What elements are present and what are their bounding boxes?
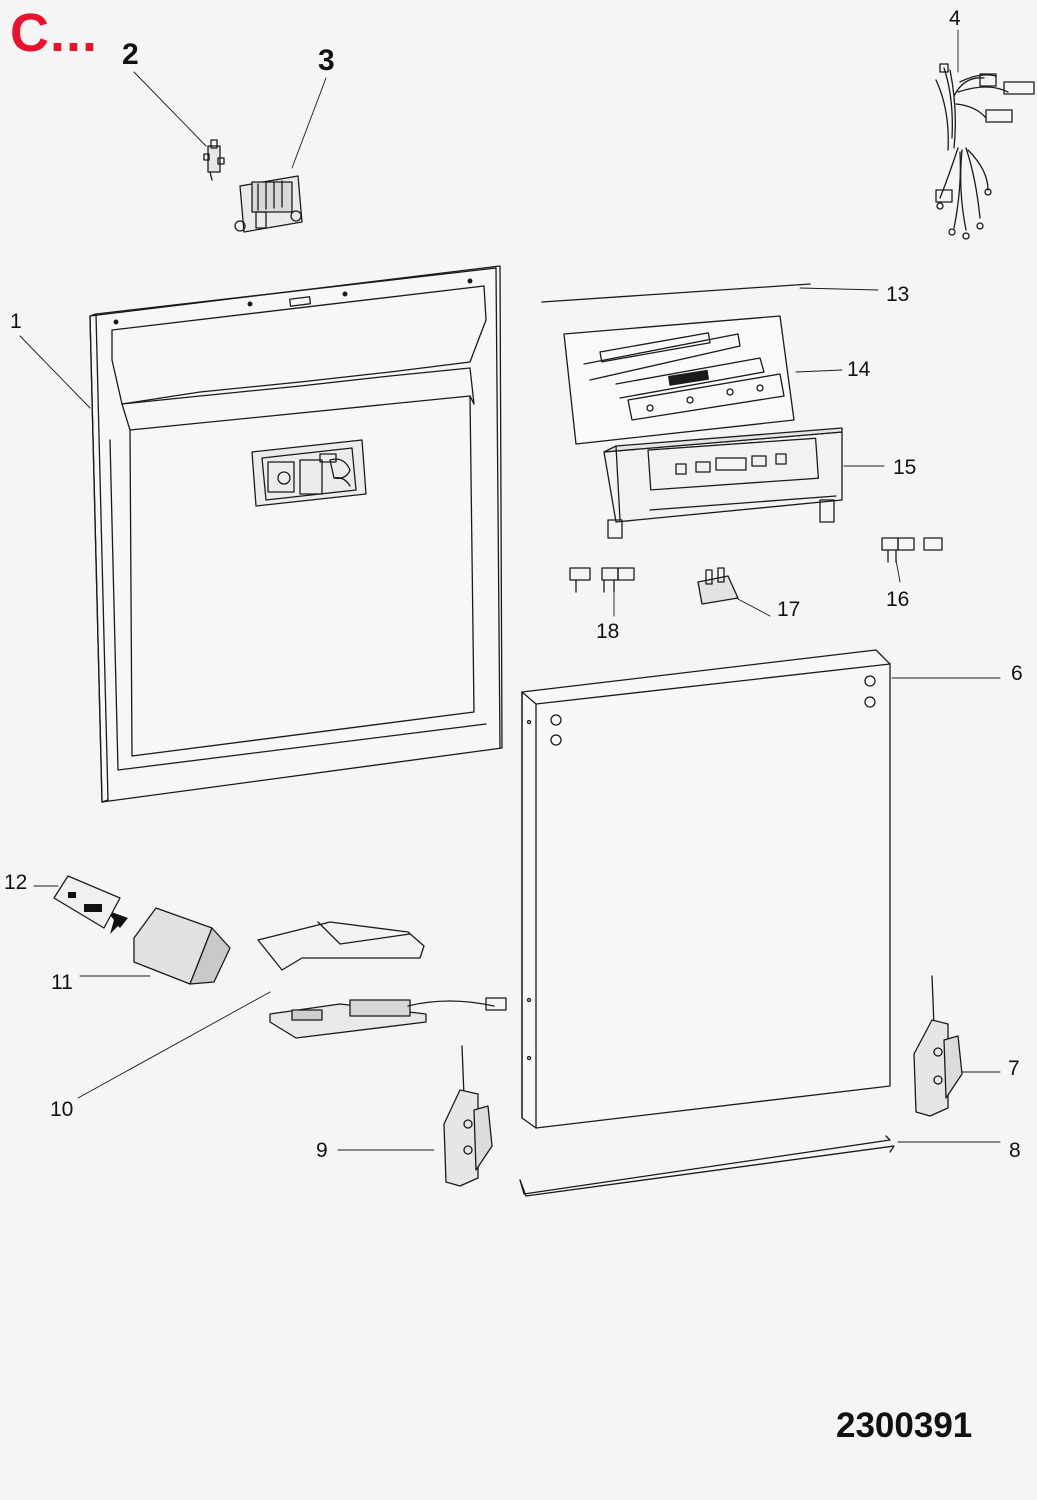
drawing-number: 2300391 — [836, 1406, 973, 1445]
callout-8: 8 — [1009, 1139, 1021, 1162]
part-12-label-card — [53, 875, 121, 929]
part-14-control-board — [563, 315, 795, 445]
callout-18: 18 — [596, 620, 620, 643]
part-6-outer-door-panel — [521, 649, 891, 1129]
callout-7: 7 — [1008, 1057, 1020, 1080]
callout-2: 2 — [122, 38, 139, 71]
callout-9: 9 — [316, 1139, 328, 1162]
callout-13: 13 — [886, 283, 910, 306]
detergent-dispenser — [251, 439, 367, 507]
leader-lines — [19, 29, 1001, 1151]
callout-3: 3 — [318, 44, 335, 77]
callout-12: 12 — [4, 871, 28, 894]
brand-mark: C... — [10, 3, 99, 63]
callout-17: 17 — [777, 598, 801, 621]
part-7-hinge-right — [913, 975, 963, 1117]
part-3-door-lock — [234, 175, 303, 233]
callout-6: 6 — [1011, 662, 1023, 685]
callout-14: 14 — [847, 358, 871, 381]
part-11-selector-module — [106, 907, 231, 985]
callout-10: 10 — [50, 1098, 74, 1121]
part-2-door-latch — [203, 139, 225, 181]
callout-15: 15 — [893, 456, 917, 479]
callout-11: 11 — [51, 971, 73, 994]
callout-1: 1 — [10, 310, 22, 333]
part-13-seal-strip — [541, 283, 811, 303]
part-18-button-set — [569, 567, 635, 593]
part-16-button-set — [881, 537, 943, 563]
part-10-electronic-module — [257, 921, 507, 1039]
part-1-inner-door-panel — [89, 265, 503, 803]
part-8-door-rod — [519, 1135, 895, 1197]
part-4-wiring-harness — [935, 63, 1035, 240]
part-15-control-panel — [603, 427, 843, 539]
part-9-hinge-left — [443, 1045, 493, 1187]
callout-4: 4 — [949, 7, 961, 30]
part-17-connector — [697, 567, 739, 605]
callout-16: 16 — [886, 588, 910, 611]
